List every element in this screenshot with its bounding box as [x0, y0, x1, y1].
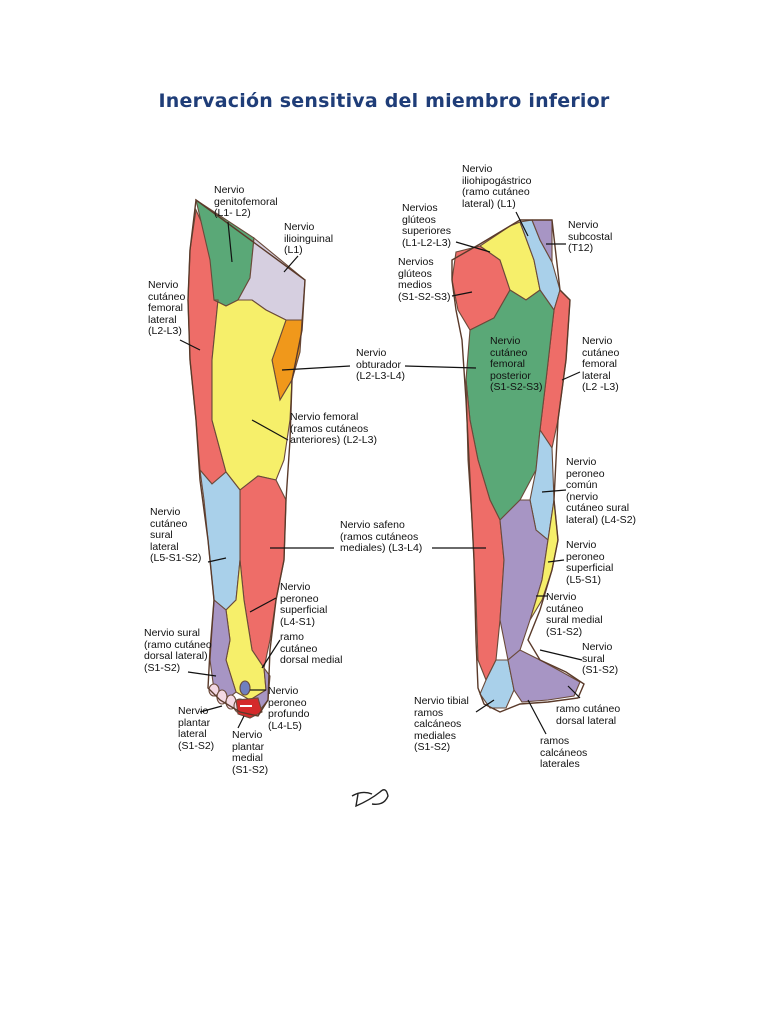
anterior-leg [187, 198, 306, 719]
posterior-leg [451, 219, 585, 713]
lead-sural-lateral-left [207, 557, 227, 563]
zone-sural-lateral-anterior [199, 468, 241, 611]
signature-mark [351, 789, 389, 808]
label-ilioinguinal: Nervio ilioinguinal (L1) [284, 221, 334, 256]
lead-calcaneos-laterales [527, 699, 547, 735]
label-iliohipogastrico: Nervio iliohipogástrico (ramo cutáneo la… [462, 163, 532, 210]
label-femoral-lateral-right: Nervio cutáneo femoral lateral (L2 -L3) [582, 335, 620, 393]
label-obturador: Nervio obturador (L2-L3-L4) [356, 347, 406, 382]
lead-peroneo-superficial-right [547, 559, 565, 563]
zone-peroneo-profundo [239, 680, 251, 696]
label-calcaneos-laterales: ramos calcáneos laterales [540, 735, 588, 770]
label-sural-medial: Nervio cutáneo sural medial (S1-S2) [546, 591, 603, 638]
label-femoral-lateral-left: Nervio cutáneo femoral lateral (L2-L3) [148, 279, 186, 337]
label-peroneo-profundo: Nervio peroneo profundo (L4-L5) [268, 685, 310, 732]
label-gluteos-superiores: Nervios glúteos superiores (L1-L2-L3) [402, 202, 452, 249]
lead-peroneo-comun [541, 489, 567, 493]
lead-iliohipogastrico [515, 211, 529, 237]
lead-tibial [475, 699, 495, 713]
lead-sural-left [187, 671, 217, 677]
lead-gluteos-superiores [455, 241, 491, 253]
toe-5 [208, 683, 220, 697]
label-sural-left: Nervio sural (ramo cutáneo dorsal latera… [144, 627, 212, 674]
label-peroneo-superficial-left: Nervio peroneo superficial (L4-S1) [280, 581, 328, 628]
label-femoral-posterior: Nervio cutáneo femoral posterior (S1-S2-… [490, 335, 543, 393]
lead-dorsal-medial [261, 639, 281, 669]
label-peroneo-superficial-right: Nervio peroneo superficial (L5-S1) [566, 539, 614, 586]
label-plantar-medial: Nervio plantar medial (S1-S2) [232, 729, 269, 776]
page-title: Inervación sensitiva del miembro inferio… [158, 90, 610, 112]
label-sural-lateral-left: Nervio cutáneo sural lateral (L5-S1-S2) [150, 506, 202, 564]
leader-lines [179, 211, 583, 735]
lead-sural-right [539, 649, 583, 661]
lead-plantar-medial [237, 715, 245, 729]
label-plantar-lateral: Nervio plantar lateral (S1-S2) [178, 705, 215, 752]
zone-sural-foot-anterior [209, 598, 237, 701]
anterior-leg-outline [187, 198, 306, 717]
posterior-leg-outline [451, 219, 585, 713]
lead-femoral [251, 419, 289, 441]
lead-plantar-lateral [199, 705, 223, 713]
lead-femoral-lateral-right [561, 371, 581, 381]
lead-dorsal-lateral [567, 685, 581, 699]
zone-sural-foot-posterior [507, 649, 581, 703]
label-peroneo-comun: Nervio peroneo común (nervio cutáneo sur… [566, 456, 637, 526]
label-genitofemoral: Nervio genitofemoral (L1- L2) [214, 184, 278, 219]
label-femoral: Nervio femoral (ramos cutáneos anteriore… [290, 411, 377, 446]
label-subcostal: Nervio subcostal (T12) [568, 219, 613, 254]
label-gluteos-medios: Nervios glúteos medios (S1-S2-S3) [398, 256, 451, 303]
label-dorsal-lateral: ramo cutáneo dorsal lateral [556, 703, 621, 727]
lead-femoral-lateral-left [179, 339, 201, 351]
artist-signature [351, 789, 389, 808]
lead-obturador-right [404, 365, 477, 369]
label-sural-right: Nervio sural (S1-S2) [582, 641, 619, 676]
anterior-toes [208, 680, 263, 719]
lead-obturador-left [281, 365, 351, 371]
label-tibial: Nervio tibial ramos calcáneos mediales (… [414, 695, 469, 753]
lead-peroneo-superficial-left [249, 597, 277, 613]
label-dorsal-medial: ramo cutáneo dorsal medial [280, 631, 343, 666]
lead-gluteos-medios [451, 291, 473, 297]
lead-ilioinguinal [283, 255, 299, 273]
label-safeno: Nervio safeno (ramos cutáneos mediales) … [340, 519, 423, 554]
lead-genitofemoral [227, 221, 233, 263]
